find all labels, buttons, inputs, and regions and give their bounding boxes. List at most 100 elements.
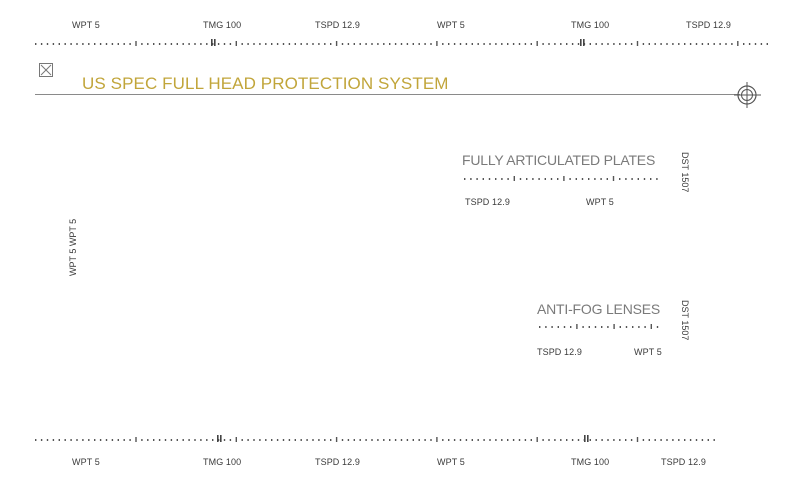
ruler-tick [241,43,243,45]
ruler-tick [206,43,208,45]
title-underline [35,94,740,95]
ruler-tick [453,439,456,441]
ruler-tick [630,439,633,441]
ruler-tick [105,439,108,441]
ruler-tick [418,439,420,441]
ruler-tick [557,178,559,180]
ruler-tick [619,43,621,45]
ruler-tick [330,43,332,45]
ruler-tick [507,439,509,441]
ruler-tick [88,439,90,441]
ruler-tick [223,439,226,441]
ruler-tick [105,43,108,45]
ruler-tick [654,43,656,45]
ruler-tick [229,439,232,441]
ruler-tick [477,43,479,45]
page-title: US SPEC FULL HEAD PROTECTION SYSTEM [82,74,449,93]
ruler-tick [135,437,137,442]
ruler-tick [501,439,503,441]
ruler-tick [271,43,273,45]
ruler-tick [359,439,361,441]
ruler-tick [482,178,484,180]
feature-left-label-lenses: TSPD 12.9 [537,347,582,357]
ruler-tick [638,326,640,328]
feature-right-label-plates: WPT 5 [586,197,614,207]
ruler-tick [538,178,540,180]
ruler-tick [400,43,403,45]
ruler-tick [123,43,125,45]
ruler-tick [524,439,527,441]
ruler-tick [212,439,214,441]
ruler-tick [689,439,692,441]
ruler-tick [607,43,609,45]
ruler-tick [713,439,715,441]
ruler-tick [581,178,584,180]
bottom-ruler-label-3: TSPD 12.9 [315,457,360,467]
ruler-tick [442,43,444,45]
ruler-tick [636,41,639,46]
ruler-tick [194,43,196,45]
ruler-tick [601,43,603,45]
ruler-tick [141,43,143,45]
ruler-tick [335,437,338,442]
ruler-tick [170,43,173,45]
ruler-tick [377,43,379,45]
ruler-tick [324,43,326,45]
ruler-tick [550,178,553,180]
ruler-tick [719,43,721,45]
ruler-tick [571,439,574,441]
ruler-tick [306,439,308,441]
ruler-tick [560,439,562,441]
ruler-tick [300,43,302,45]
ruler-tick [241,439,243,441]
ruler-tick [465,439,468,441]
ruler-tick [632,326,634,328]
ruler-tick [46,43,49,45]
ruler-tick [448,439,450,441]
ruler-tick [406,439,409,441]
ruler-tick [430,43,432,45]
ruler-tick [52,43,55,45]
ruler-tick [660,43,662,45]
ruler-tick [471,439,473,441]
ruler-tick [265,43,267,45]
ruler-tick [600,178,602,180]
ruler-tick [206,439,208,441]
ruler-tick [530,43,532,45]
ruler-tick [544,178,546,180]
ruler-tick [76,439,78,441]
ruler-tick [52,439,55,441]
ruler-tick [288,43,291,45]
ruler-tick [282,439,285,441]
ruler-tick [335,41,338,46]
ruler-double-tick [211,39,213,46]
ruler-tick [539,326,541,328]
ruler-tick [88,43,90,45]
ruler-tick [488,178,491,180]
ruler-tick [619,178,621,180]
ruler-tick [737,41,739,46]
top-ruler-label-1: WPT 5 [72,20,100,30]
ruler-tick [312,439,314,441]
ruler-tick [300,439,302,441]
ruler-tick [495,178,497,180]
ruler-tick [630,43,633,45]
bottom-ruler-label-5: TMG 100 [571,457,610,467]
ruler-tick [489,43,491,45]
ruler-tick [625,326,628,328]
ruler-tick [566,43,568,45]
feature-right-label-lenses: WPT 5 [634,347,662,357]
ruler-tick [76,43,78,45]
ruler-tick [563,176,565,181]
ruler-tick [324,439,326,441]
ruler-tick [643,178,646,180]
ruler-tick [347,439,350,441]
ruler-tick [412,439,414,441]
ruler-tick [601,439,603,441]
ruler-tick [532,178,534,180]
ruler-double-tick [217,435,219,442]
ruler-tick [625,439,627,441]
ruler-tick [648,43,650,45]
ruler-tick [400,439,403,441]
ruler-tick [601,326,603,328]
